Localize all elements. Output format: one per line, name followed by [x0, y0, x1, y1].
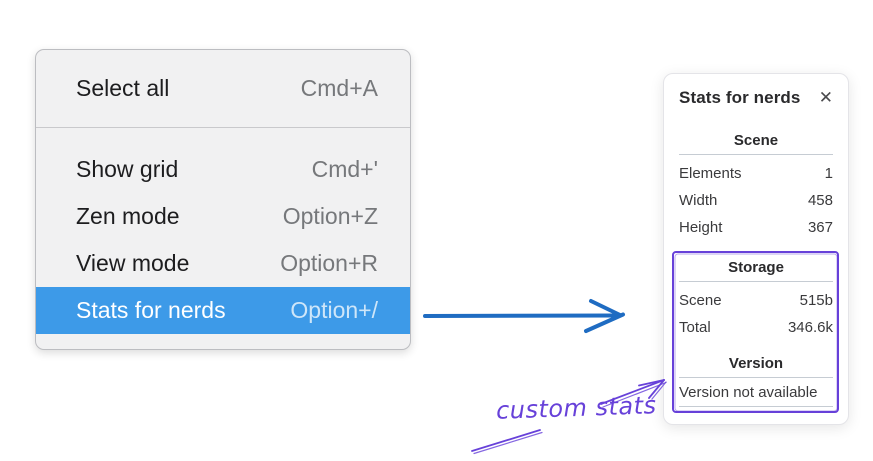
menu-item-shortcut: Cmd+A — [300, 75, 378, 101]
menu-item-view-mode[interactable]: View mode Option+R — [36, 240, 410, 287]
menu-separator — [36, 127, 410, 128]
storage-section-heading: Storage — [679, 251, 833, 282]
version-section-heading: Version — [679, 347, 833, 378]
stat-label: Total — [679, 319, 711, 336]
scene-section: Scene Elements 1 Width 458 Height 367 — [679, 124, 833, 241]
stats-for-nerds-panel: Stats for nerds ✕ Scene Elements 1 Width… — [663, 73, 849, 425]
stat-row-elements: Elements 1 — [679, 160, 833, 187]
stat-value: 346.6k — [787, 319, 833, 336]
custom-stats-annotation-label: custom stats — [495, 391, 657, 425]
stat-value: 1 — [824, 165, 833, 182]
close-icon[interactable]: ✕ — [818, 87, 833, 108]
menu-item-show-grid[interactable]: Show grid Cmd+' — [36, 146, 410, 193]
menu-item-shortcut: Cmd+' — [311, 156, 378, 182]
stat-row-scene-size: Scene 515b — [679, 287, 833, 314]
menu-item-label: Show grid — [76, 156, 179, 182]
menu-item-shortcut: Option+R — [280, 250, 378, 276]
stat-row-width: Width 458 — [679, 187, 833, 214]
blue-arrow — [423, 299, 625, 333]
storage-section: Storage Scene 515b Total 346.6k — [679, 251, 833, 341]
menu-item-label: Zen mode — [76, 203, 180, 229]
menu-group: Show grid Cmd+' Zen mode Option+Z View m… — [36, 128, 410, 349]
stat-label: Height — [679, 219, 723, 236]
version-section: Version Version not available — [679, 347, 833, 407]
version-note: Version not available — [679, 378, 833, 407]
stat-value: 458 — [807, 192, 833, 209]
stat-label: Scene — [679, 292, 722, 309]
stat-label: Width — [679, 192, 718, 209]
stat-row-height: Height 367 — [679, 214, 833, 241]
menu-item-label: Select all — [76, 75, 170, 101]
stats-panel-title: Stats for nerds — [679, 88, 801, 107]
menu-item-label: Stats for nerds — [76, 297, 226, 323]
stat-value: 367 — [807, 219, 833, 236]
context-menu: Select all Cmd+A Show grid Cmd+' Zen mod… — [35, 49, 411, 350]
menu-item-select-all[interactable]: Select all Cmd+A — [36, 50, 410, 127]
menu-item-shortcut: Option+Z — [282, 203, 378, 229]
stat-row-total-size: Total 346.6k — [679, 314, 833, 341]
stats-panel-header: Stats for nerds ✕ — [679, 86, 833, 110]
menu-item-stats-for-nerds[interactable]: Stats for nerds Option+/ — [36, 287, 410, 334]
menu-item-zen-mode[interactable]: Zen mode Option+Z — [36, 193, 410, 240]
menu-item-shortcut: Option+/ — [290, 297, 378, 323]
menu-item-label: View mode — [76, 250, 190, 276]
stat-label: Elements — [679, 165, 742, 182]
stat-value: 515b — [799, 292, 833, 309]
scene-section-heading: Scene — [679, 124, 833, 155]
